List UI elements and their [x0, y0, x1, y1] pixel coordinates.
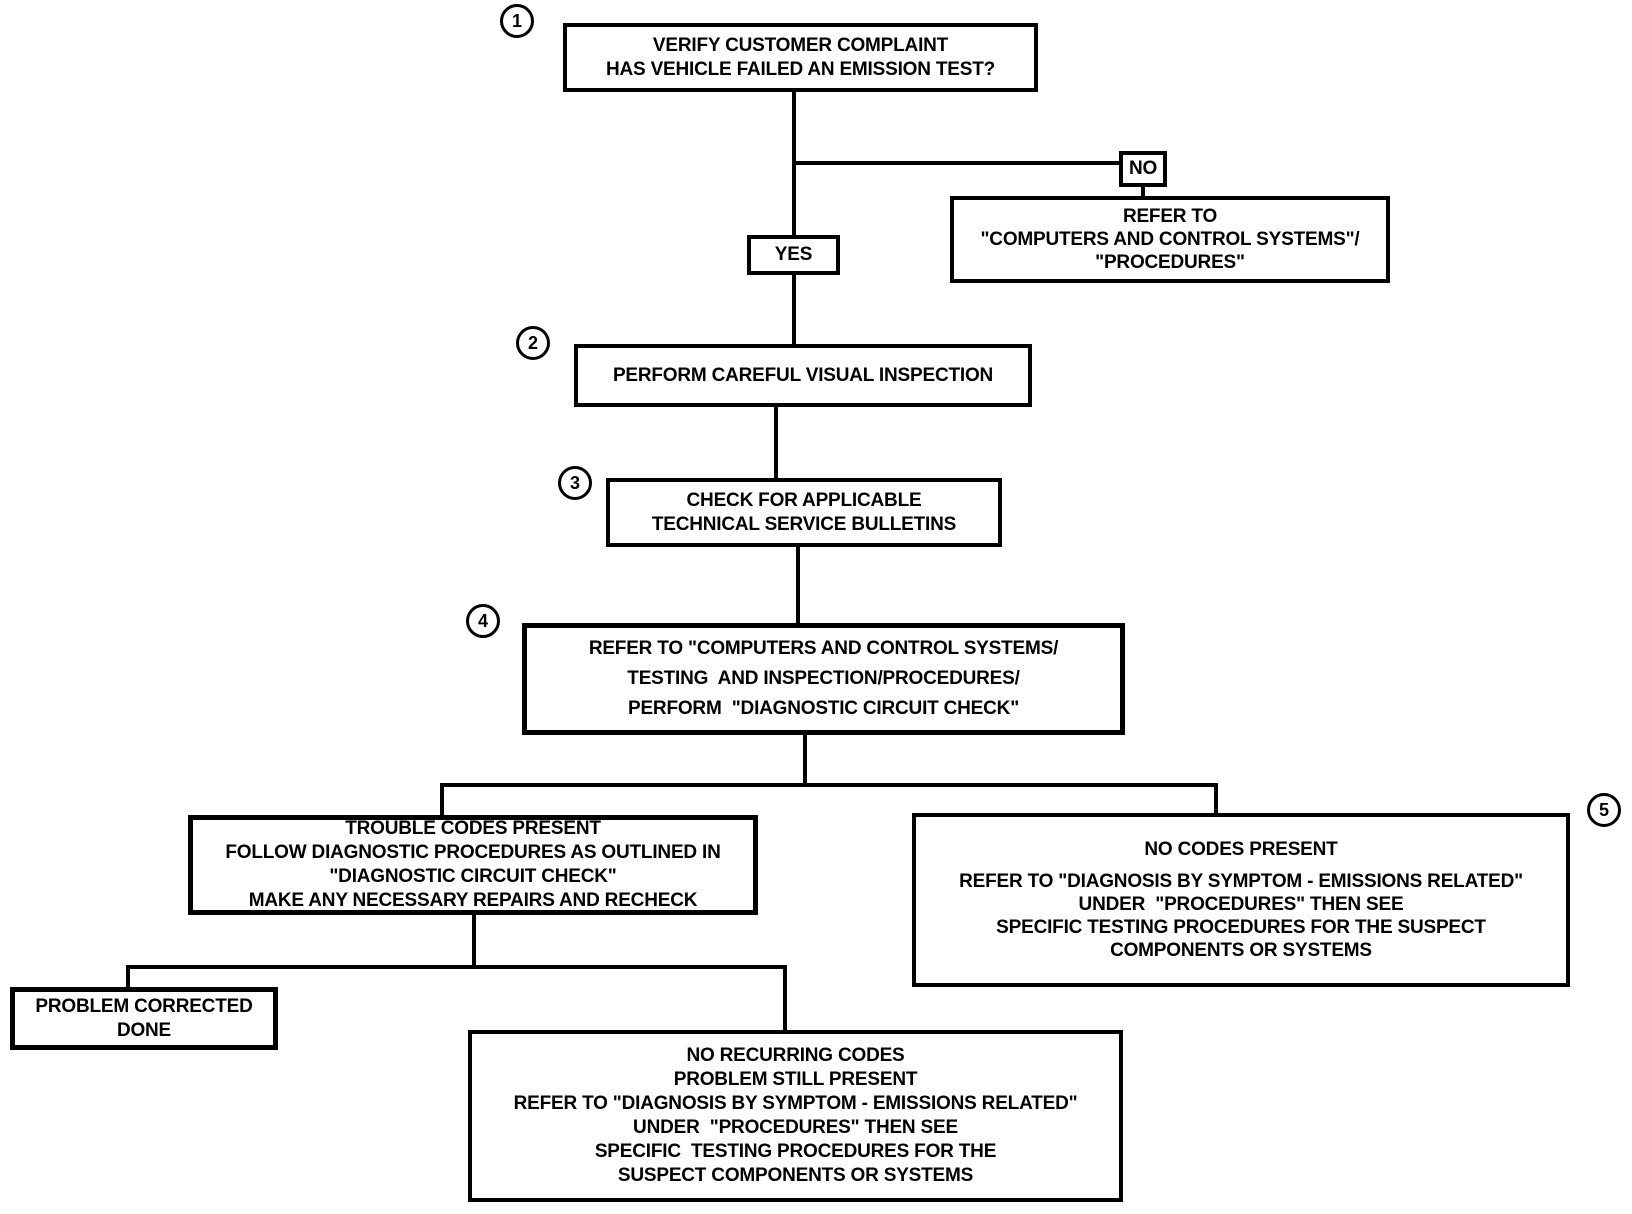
node-no-recurring-codes: NO RECURRING CODES PROBLEM STILL PRESENT…	[468, 1030, 1123, 1202]
node-text: "DIAGNOSTIC CIRCUIT CHECK"	[329, 866, 617, 887]
node-text: PERFORM "DIAGNOSTIC CIRCUIT CHECK"	[627, 698, 1020, 719]
node-refer-computers-procedures: REFER TO "COMPUTERS AND CONTROL SYSTEMS"…	[950, 196, 1390, 283]
node-diagnostic-circuit-check: REFER TO "COMPUTERS AND CONTROL SYSTEMS/…	[522, 623, 1125, 735]
step-badge-3: 3	[558, 466, 592, 500]
node-text: "PROCEDURES"	[1095, 252, 1245, 273]
node-text: TROUBLE CODES PRESENT	[345, 818, 601, 839]
node-text: PERFORM CAREFUL VISUAL INSPECTION	[612, 364, 994, 386]
step-number: 3	[569, 473, 580, 493]
step-badge-2: 2	[516, 326, 550, 360]
node-text: UNDER "PROCEDURES" THEN SEE	[633, 1117, 958, 1138]
node-yes-label: YES	[747, 235, 840, 275]
node-text: REFER TO "COMPUTERS AND CONTROL SYSTEMS/	[588, 638, 1059, 659]
step-badge-1: 1	[500, 4, 534, 38]
node-text: SPECIFIC TESTING PROCEDURES FOR THE	[594, 1141, 997, 1162]
node-no-codes-present: NO CODES PRESENT REFER TO "DIAGNOSIS BY …	[912, 813, 1570, 987]
step-number: 4	[477, 611, 488, 631]
step-badge-4: 4	[466, 604, 500, 638]
node-text: NO CODES PRESENT	[1144, 839, 1338, 860]
node-text: UNDER "PROCEDURES" THEN SEE	[1078, 894, 1404, 915]
node-text: TESTING AND INSPECTION/PROCEDURES/	[627, 668, 1020, 689]
node-visual-inspection: PERFORM CAREFUL VISUAL INSPECTION	[574, 344, 1032, 407]
node-text: TECHNICAL SERVICE BULLETINS	[651, 513, 957, 535]
node-text: DONE	[116, 1019, 172, 1041]
node-problem-corrected-done: PROBLEM CORRECTED DONE	[10, 987, 278, 1050]
node-service-bulletins: CHECK FOR APPLICABLE TECHNICAL SERVICE B…	[606, 478, 1002, 547]
step-number: 2	[527, 333, 538, 353]
node-text: MAKE ANY NECESSARY REPAIRS AND RECHECK	[248, 890, 698, 911]
node-verify-complaint: VERIFY CUSTOMER COMPLAINT HAS VEHICLE FA…	[563, 23, 1038, 92]
node-text: VERIFY CUSTOMER COMPLAINT	[652, 34, 949, 56]
node-text: REFER TO "DIAGNOSIS BY SYMPTOM - EMISSIO…	[513, 1093, 1078, 1114]
node-text: SUSPECT COMPONENTS OR SYSTEMS	[617, 1165, 974, 1186]
node-text: CHECK FOR APPLICABLE	[686, 489, 922, 511]
node-text: NO	[1128, 158, 1158, 179]
node-text: PROBLEM CORRECTED	[35, 995, 253, 1017]
step-number: 1	[511, 11, 522, 31]
node-text: "COMPUTERS AND CONTROL SYSTEMS"/	[980, 229, 1360, 250]
node-no-label: NO	[1119, 151, 1167, 187]
node-text: REFER TO	[1122, 206, 1218, 227]
node-text: COMPONENTS OR SYSTEMS	[1110, 940, 1372, 961]
node-text: REFER TO "DIAGNOSIS BY SYMPTOM - EMISSIO…	[959, 871, 1523, 892]
node-text: SPECIFIC TESTING PROCEDURES FOR THE SUSP…	[996, 917, 1486, 938]
node-text: FOLLOW DIAGNOSTIC PROCEDURES AS OUTLINED…	[225, 842, 721, 863]
node-text: PROBLEM STILL PRESENT	[673, 1069, 918, 1090]
node-text: NO RECURRING CODES	[686, 1045, 905, 1066]
step-number: 5	[1598, 800, 1609, 820]
node-text: HAS VEHICLE FAILED AN EMISSION TEST?	[605, 58, 996, 80]
node-trouble-codes-present: TROUBLE CODES PRESENT FOLLOW DIAGNOSTIC …	[188, 815, 758, 915]
step-badge-5: 5	[1587, 793, 1621, 827]
node-text: YES	[774, 244, 813, 265]
